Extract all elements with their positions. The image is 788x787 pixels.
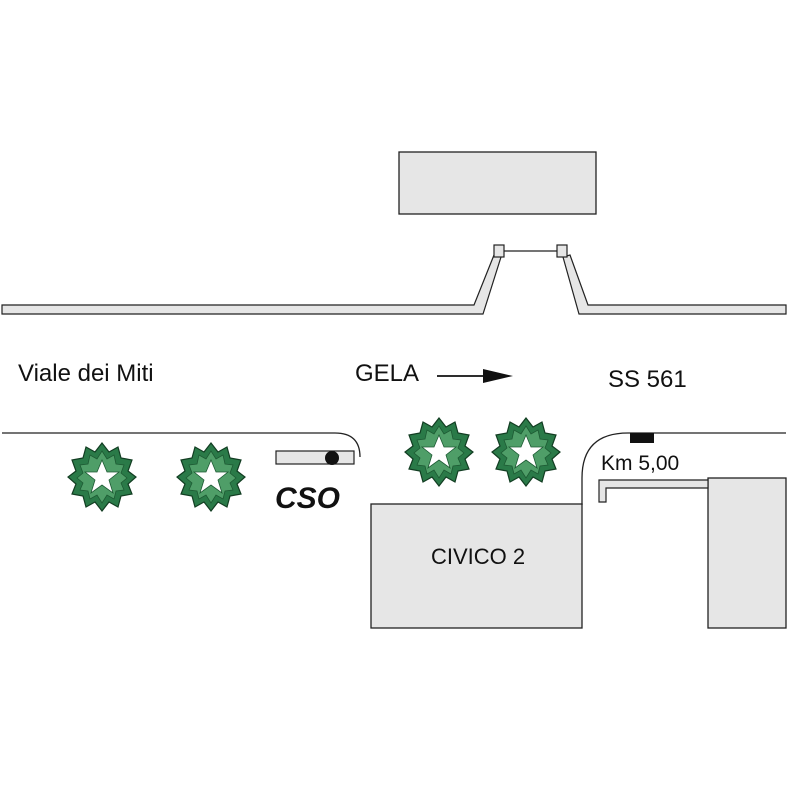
road-edge-right xyxy=(581,432,786,505)
top-building xyxy=(398,151,597,215)
highway-label: SS 561 xyxy=(608,366,687,393)
l-shaped-wall xyxy=(598,479,709,503)
building-civico-2 xyxy=(370,503,583,629)
arrow-right-icon xyxy=(437,369,513,383)
cso-label: CSO xyxy=(275,482,340,515)
direction-label: GELA xyxy=(355,360,419,387)
street-name-label: Viale dei Miti xyxy=(18,360,154,387)
tree-icon xyxy=(491,417,561,487)
cso-point-icon xyxy=(325,451,339,465)
kilometer-label: Km 5,00 xyxy=(601,452,679,475)
building-label: CIVICO 2 xyxy=(431,544,525,569)
tree-icon xyxy=(176,442,246,512)
right-building xyxy=(707,477,787,629)
road-edge-left xyxy=(2,432,361,458)
cso-bar xyxy=(275,450,355,465)
upper-wall-right xyxy=(562,254,787,315)
gate-post-left xyxy=(493,244,505,258)
gate-post-right xyxy=(556,244,568,258)
tree-icon xyxy=(67,442,137,512)
km-post-icon xyxy=(630,433,654,443)
upper-wall xyxy=(1,254,502,315)
tree-icon xyxy=(404,417,474,487)
